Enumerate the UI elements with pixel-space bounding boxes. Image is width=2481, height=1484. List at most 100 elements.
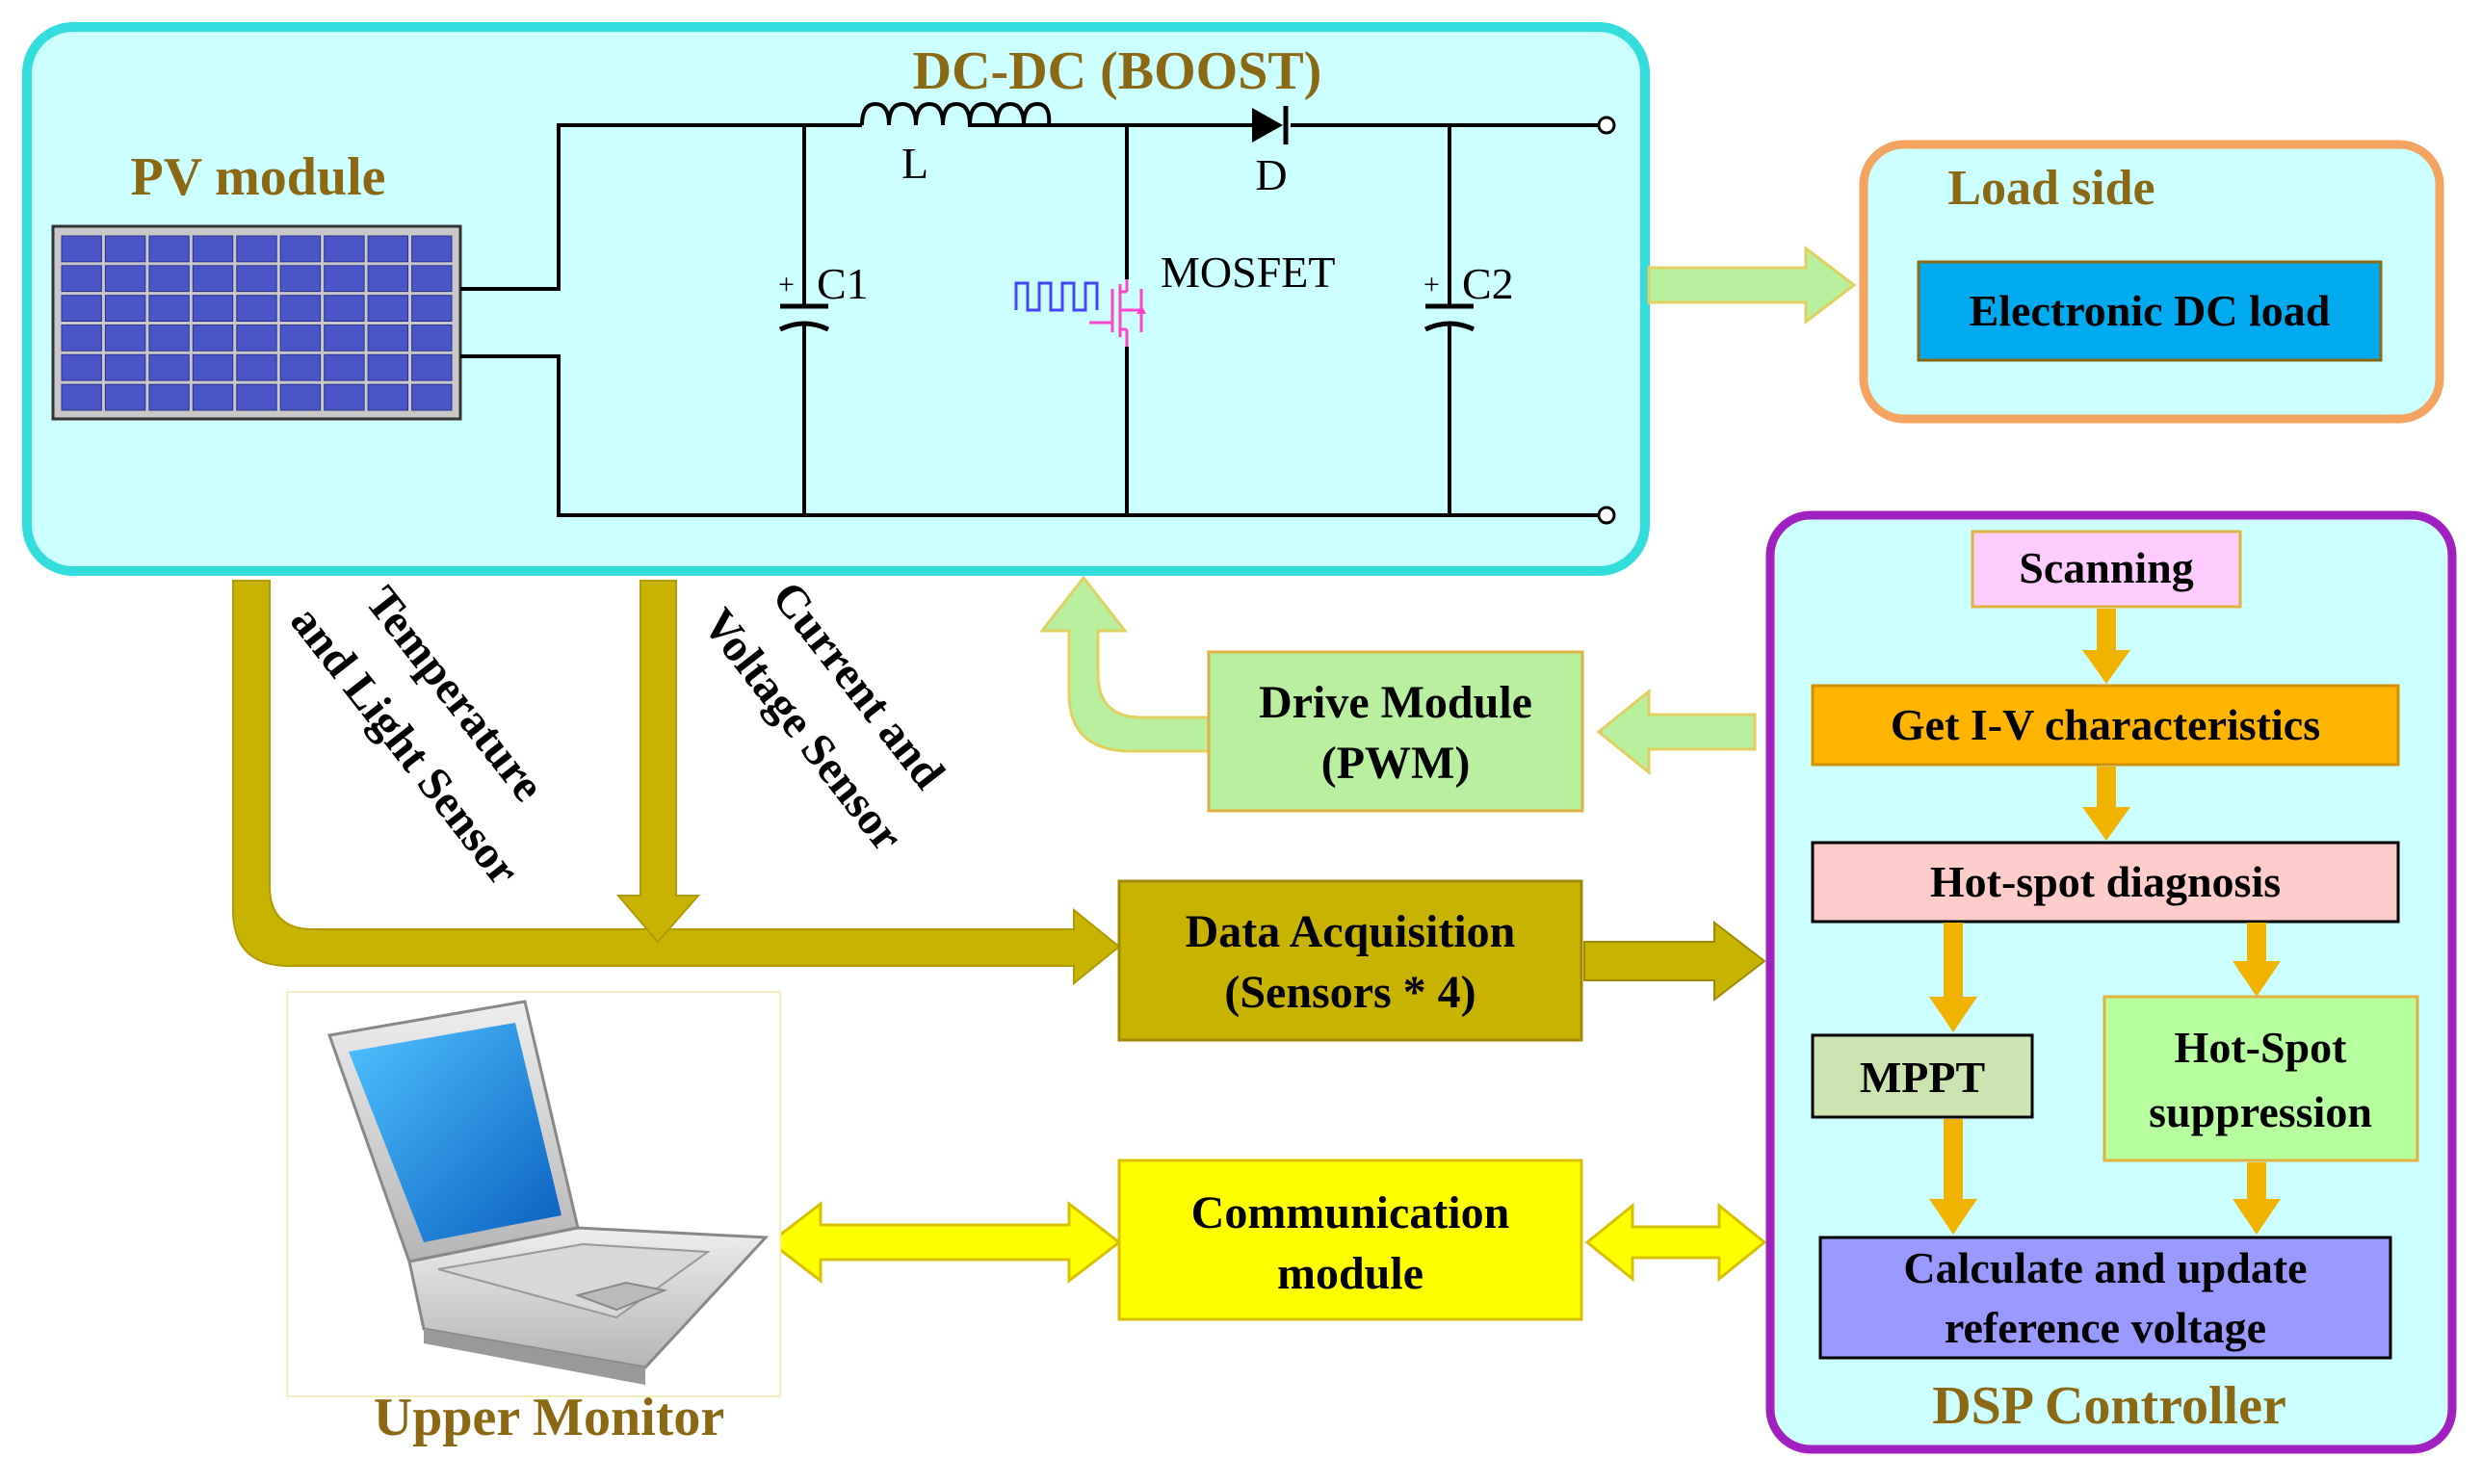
mppt-box [1811, 1033, 2034, 1119]
pv-cell [324, 295, 365, 323]
pv-cell [192, 295, 234, 323]
top-rail-wire [460, 123, 862, 291]
pv-cell [148, 265, 190, 293]
pv-cell [236, 265, 277, 293]
pv-cell [104, 235, 146, 263]
c1-label: C1 [817, 259, 869, 308]
pv-cell [192, 265, 234, 293]
pv-cell [279, 383, 322, 411]
scanning-label: Scanning [2019, 543, 2194, 592]
pv-cell [61, 235, 102, 263]
hotspot-suppression-label-1: Hot-Spot [2175, 1023, 2348, 1072]
pv-cell [61, 325, 102, 351]
pv-cell [192, 383, 234, 411]
communication-label-1: Communication [1191, 1187, 1510, 1238]
output-terminal-bottom [1597, 506, 1616, 525]
pv-cell [324, 325, 365, 351]
bottom-rail-wire [460, 354, 1599, 517]
drive-module: Drive Module (PWM) [1038, 575, 1757, 813]
mosfet-switch: MOSFET [1014, 247, 1335, 347]
pv-cell [104, 353, 146, 381]
pv-cell [61, 353, 102, 381]
upper-monitor: Upper Monitor [286, 991, 781, 1447]
pv-panel-icon [51, 224, 462, 421]
dsp-to-drive-arrow [1596, 688, 1757, 776]
pv-cell [411, 295, 453, 323]
mosfet-label: MOSFET [1161, 247, 1335, 297]
pv-cell [192, 325, 234, 351]
monitor-comm-double-arrow [768, 1200, 1122, 1285]
pv-cell [148, 383, 190, 411]
pv-cell [279, 325, 322, 351]
communication-module-box [1117, 1159, 1583, 1321]
diode-label: D [1255, 150, 1287, 199]
data-acquisition-label-2: (Sensors * 4) [1224, 967, 1476, 1018]
electronic-dc-load-label: Electronic DC load [1970, 286, 2331, 335]
pv-cell [367, 353, 409, 381]
data-acquisition-box [1117, 879, 1583, 1042]
pv-cell [279, 295, 322, 323]
scanning-box [1971, 530, 2242, 609]
load-side-panel: Load side Electronic DC load [1859, 140, 2444, 424]
pv-cell [192, 353, 234, 381]
pv-cell [236, 383, 277, 411]
output-terminal-top [1597, 116, 1616, 135]
pv-cell [411, 265, 453, 293]
pv-cell [279, 265, 322, 293]
electronic-dc-load-box [1917, 260, 2383, 362]
pv-cell [236, 325, 277, 351]
pv-cell [148, 353, 190, 381]
pv-cell [411, 235, 453, 263]
pv-cell [236, 295, 277, 323]
load-side-title: Load side [1947, 161, 2155, 216]
diode-d: D [1252, 106, 1289, 199]
pv-cell [148, 295, 190, 323]
pv-cell [367, 265, 409, 293]
sensor-arrows: Temperature and Light Sensor Current and… [232, 572, 1121, 986]
pv-cell [279, 235, 322, 263]
pv-cell [192, 235, 234, 263]
capacitor-c2: + C2 [1423, 259, 1514, 332]
pv-cell [324, 353, 365, 381]
pv-module-label: PV module [131, 147, 386, 207]
boost-circuit [460, 123, 1599, 517]
c2-label: C2 [1462, 259, 1514, 308]
scan-to-iv-arrow [2082, 609, 2130, 684]
hotspot-diagnosis-box [1811, 841, 2400, 924]
pv-cell [367, 325, 409, 351]
pv-cell [324, 383, 365, 411]
inductor-l: L [860, 101, 1052, 188]
pv-cell [411, 383, 453, 411]
data-acquisition: Data Acquisition (Sensors * 4) [1117, 879, 1766, 1042]
c1-plus: + [778, 269, 795, 300]
calculate-update-label-2: reference voltage [1945, 1303, 2266, 1352]
get-iv-box [1811, 684, 2400, 767]
pv-cell [236, 235, 277, 263]
dcdc-to-load-arrow [1647, 245, 1857, 325]
diag-to-mppt-arrow [1929, 923, 1977, 1032]
pv-cell [324, 235, 365, 263]
hotspot-suppression-label-2: suppression [2149, 1087, 2372, 1136]
pv-cell [367, 295, 409, 323]
comm-dsp-double-arrow [1584, 1202, 1767, 1283]
dcdc-title: DC-DC (BOOST) [913, 41, 1322, 101]
drive-module-label-1: Drive Module [1259, 677, 1532, 728]
pv-cell [148, 325, 190, 351]
dcdc-panel: DC-DC (BOOST) PV module + [22, 22, 1650, 576]
data-acquisition-label-1: Data Acquisition [1186, 906, 1516, 957]
drive-module-label-2: (PWM) [1321, 738, 1471, 789]
hotspot-diagnosis-label: Hot-spot diagnosis [1930, 857, 2281, 906]
drive-to-dcdc-arrow [1038, 575, 1211, 753]
pv-cell [104, 325, 146, 351]
pv-cell [104, 265, 146, 293]
hotspot-suppression-box [2102, 995, 2419, 1162]
pv-cell [236, 353, 277, 381]
c2-plus: + [1423, 269, 1440, 300]
daq-to-dsp-arrow [1583, 920, 1766, 1002]
pv-cell [367, 235, 409, 263]
suppression-to-calc-arrow [2233, 1162, 2281, 1235]
diag-to-suppression-arrow [2233, 923, 2281, 997]
calculate-update-box [1818, 1236, 2392, 1360]
upper-monitor-label: Upper Monitor [374, 1388, 725, 1447]
